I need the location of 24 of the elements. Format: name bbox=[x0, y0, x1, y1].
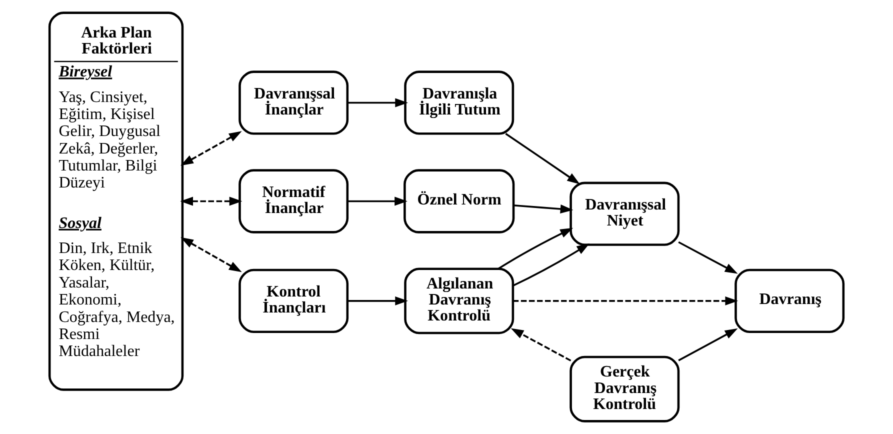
arrow bbox=[505, 132, 580, 184]
arrow bbox=[180, 237, 242, 272]
node-box: Öznel Norm bbox=[404, 169, 515, 234]
arrow bbox=[512, 296, 738, 306]
arrow bbox=[348, 98, 408, 108]
arrow bbox=[180, 131, 242, 166]
node-box: Algılanan Davranış Kontrolü bbox=[404, 268, 514, 334]
arrow bbox=[510, 328, 572, 362]
arrow bbox=[348, 296, 408, 306]
arrow bbox=[498, 228, 574, 270]
node-box: Gerçek Davranış Kontrolü bbox=[570, 356, 680, 422]
arrow bbox=[512, 243, 590, 286]
node-box: Davranışla İlgili Tutum bbox=[404, 70, 514, 135]
arrow bbox=[678, 241, 738, 274]
node-box: Kontrol İnançları bbox=[238, 268, 349, 333]
arrow bbox=[180, 196, 242, 206]
arrow bbox=[678, 328, 738, 362]
arrow bbox=[348, 196, 408, 206]
arrow bbox=[514, 204, 574, 214]
node-box: Davranış bbox=[734, 268, 845, 333]
node-box: Normatif İnançlar bbox=[238, 169, 349, 234]
node-box: Arka Plan Faktörleri Bireysel Yaş, Cinsiyet, Eğitim, Kişisel Gelir, Duygusal Zekâ, Değerler, Tutumlar, Bilgi Düzeyi Sosyal Din, Irk, Etnik Köken, Kültür, Yasalar, Ekonomi, Coğrafya, Medya, Resmi Müdahaleler bbox=[48, 12, 184, 391]
node-box: Davranışsal Niyet bbox=[570, 182, 680, 246]
node-box: Davranışsal İnançlar bbox=[238, 70, 349, 135]
